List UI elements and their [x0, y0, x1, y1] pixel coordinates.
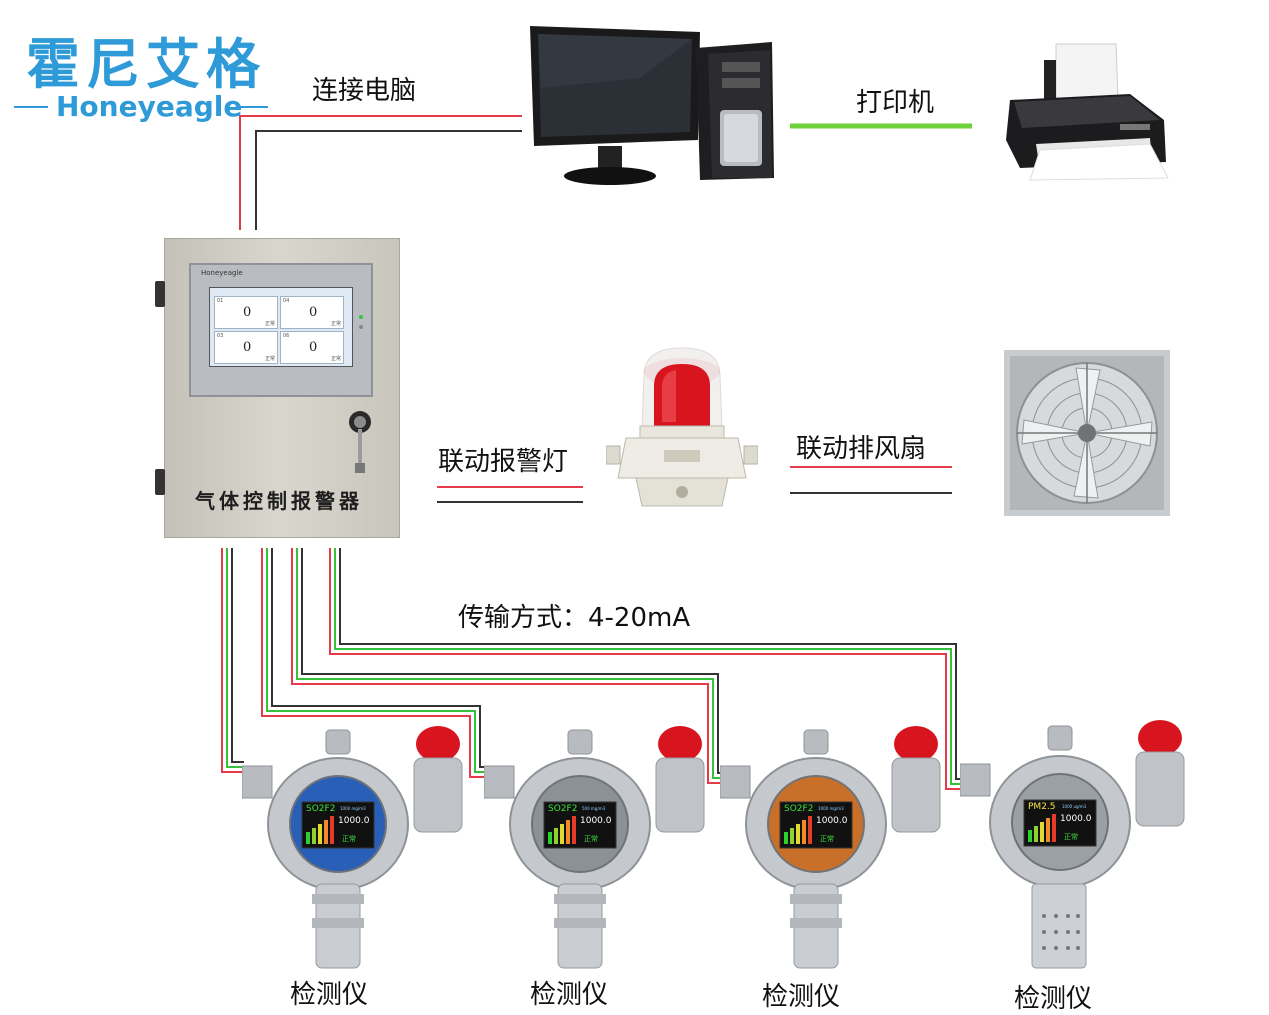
detector-3: SO2F2 1000 mg/m3 1000.0 正常 检测仪 — [720, 722, 946, 1012]
alarm-light-label: 联动报警灯 — [438, 447, 569, 477]
logo-line-right — [236, 106, 268, 108]
hmi-cell: 04 0 正常 — [280, 296, 344, 329]
detector-label: 检测仪 — [762, 982, 841, 1012]
computer-icon — [530, 26, 774, 185]
cell-status: 正常 — [330, 356, 341, 362]
hmi-led — [359, 325, 363, 329]
cell-id: 01 — [217, 298, 224, 304]
logo-cn: 霍尼艾格 — [26, 33, 266, 96]
detector-gas: SO2F2 — [306, 804, 336, 814]
detector-1: SO2F2 1000 mg/m3 1000.0 正常 检测仪 — [242, 722, 468, 1010]
detector-gas: PM2.5 — [1028, 802, 1056, 812]
detector-status: 正常 — [584, 835, 598, 843]
detector-body — [720, 726, 941, 969]
hmi-cell: 06 0 正常 — [280, 331, 344, 364]
hmi-screen: 01 0 正常 04 0 正常 03 0 正常 06 0 正常 — [209, 287, 353, 367]
hmi-led — [359, 315, 363, 319]
cell-value: 0 — [309, 340, 318, 355]
hinge-top — [155, 281, 165, 307]
detector-body — [484, 726, 705, 969]
cell-id: 03 — [217, 333, 224, 339]
detector-body — [960, 720, 1185, 969]
logo-line-left — [14, 106, 48, 108]
cabinet-title: 气体控制报警器 — [195, 489, 363, 513]
detector-reading: 1000.0 — [580, 816, 612, 826]
detector-reading: 1000.0 — [338, 816, 370, 826]
cell-value: 0 — [243, 305, 252, 320]
cell-value: 0 — [243, 340, 252, 355]
detector-2: SO2F2 500 mg/m3 1000.0 正常 检测仪 — [484, 722, 710, 1010]
hmi-brand: Honeyeagle — [201, 269, 243, 277]
controller-cabinet: Honeyeagle 01 0 正常 04 0 正常 03 0 正常 — [155, 238, 400, 538]
detector-wire-1 — [221, 548, 244, 773]
logo: 霍尼艾格 Honeyeagle — [14, 20, 274, 124]
detector-gas: SO2F2 — [784, 804, 814, 814]
hmi-frame: Honeyeagle 01 0 正常 04 0 正常 03 0 正常 — [189, 263, 373, 397]
detector-reading: 1000.0 — [1060, 814, 1092, 824]
detector-reading: 1000.0 — [816, 816, 848, 826]
pc-label: 连接电脑 — [312, 76, 417, 106]
key-lock-icon — [349, 411, 371, 473]
detector-wire-4 — [329, 548, 962, 790]
hmi-cell: 01 0 正常 — [214, 296, 278, 329]
printer-icon — [1006, 43, 1169, 181]
detector-label: 检测仪 — [1014, 984, 1093, 1014]
alarm-light-icon — [606, 347, 758, 507]
hmi-cell: 03 0 正常 — [214, 331, 278, 364]
detector-gas: SO2F2 — [548, 804, 578, 814]
detector-label: 检测仪 — [530, 980, 609, 1010]
logo-en: Honeyeagle — [56, 90, 243, 123]
cell-status: 正常 — [264, 356, 275, 362]
detector-wire-2 — [261, 548, 487, 778]
transmission-label: 传输方式：4-20mA — [458, 603, 691, 633]
detector-status: 正常 — [820, 835, 834, 843]
detector-4: PM2.5 1000 ug/m3 1000.0 正常 检测仪 — [960, 716, 1186, 1014]
detector-unit: 1000 mg/m3 — [340, 806, 366, 811]
detector-body — [242, 726, 463, 969]
printer-label: 打印机 — [856, 88, 935, 118]
detector-unit: 1000 ug/m3 — [1062, 804, 1087, 809]
fan-label: 联动排风扇 — [796, 434, 927, 464]
cell-status: 正常 — [330, 321, 341, 327]
detector-unit: 500 mg/m3 — [582, 806, 606, 811]
detector-status: 正常 — [342, 835, 356, 843]
detector-unit: 1000 mg/m3 — [818, 806, 844, 811]
hmi-grid: 01 0 正常 04 0 正常 03 0 正常 06 0 正常 — [214, 296, 344, 364]
detector-status: 正常 — [1064, 833, 1078, 841]
detector-wire-3 — [291, 548, 722, 784]
cell-id: 04 — [283, 298, 290, 304]
detector-label: 检测仪 — [290, 980, 369, 1010]
cell-status: 正常 — [264, 321, 275, 327]
pc-wire-red — [239, 115, 522, 230]
exhaust-fan-icon — [1004, 350, 1170, 516]
cell-id: 06 — [283, 333, 290, 339]
pc-wire-dark — [255, 130, 522, 230]
hinge-bottom — [155, 469, 165, 495]
cell-value: 0 — [309, 305, 318, 320]
